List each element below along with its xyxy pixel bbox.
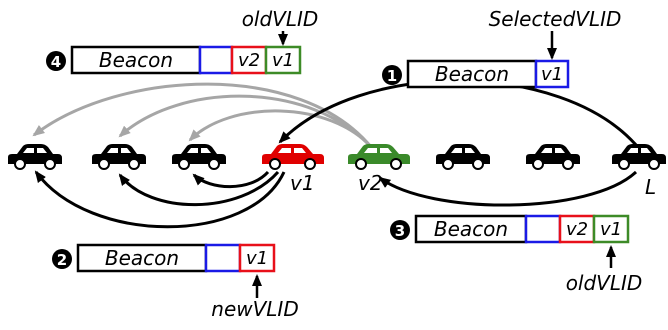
car-label-v2: v2	[358, 171, 383, 195]
step-2-packet: 2 Beacon v1 newVLID	[52, 243, 299, 321]
beacon-arrow-v1-to-car3	[192, 170, 270, 189]
field-v1	[592, 214, 630, 244]
field-empty	[198, 45, 234, 75]
beacon-header	[76, 243, 208, 273]
selected-vlid-label: SelectedVLID	[489, 7, 622, 31]
step-4-number: 4	[51, 53, 61, 71]
field-value: v1	[541, 64, 563, 85]
car-icon	[436, 144, 490, 170]
new-vlid-label: newVLID	[211, 297, 298, 321]
numbered-circle-icon	[52, 249, 72, 269]
step-1-number: 1	[387, 67, 397, 85]
field-value: v2	[566, 219, 588, 240]
beacon-label: Beacon	[105, 246, 179, 270]
beacon-label: Beacon	[434, 217, 508, 241]
car-v2-icon	[348, 144, 410, 170]
field-empty	[204, 243, 242, 273]
broadcast-arrow-gray	[188, 109, 374, 149]
field-value: v1	[246, 248, 268, 269]
field-value: v1	[272, 50, 294, 71]
car-icon	[8, 144, 62, 170]
car-label-L: L	[645, 175, 656, 199]
field-v1	[534, 59, 570, 89]
beacon-arrow-L-to-v1	[278, 79, 638, 147]
numbered-circle-icon	[46, 51, 66, 71]
field-empty	[524, 214, 562, 244]
car-L-icon	[612, 144, 666, 170]
step-4-packet: 4 Beacon v2 v1 oldVLID	[46, 7, 319, 75]
car-v1-icon	[262, 144, 324, 170]
field-value: v2	[238, 50, 260, 71]
beacon-arrow-v1-to-car2	[118, 171, 280, 207]
car-icon	[92, 144, 146, 170]
step-3-packet: 3 Beacon v2 v1 oldVLID	[390, 214, 643, 295]
beacon-label: Beacon	[435, 62, 509, 86]
beacon-arrow-L-to-v2	[378, 170, 638, 207]
old-vlid-label-bottom: oldVLID	[566, 271, 643, 295]
field-value: v1	[600, 219, 622, 240]
beacon-label: Beacon	[99, 48, 173, 72]
beacon-arrow-v1-to-car1	[34, 170, 286, 229]
step-1-packet: 1 Beacon v1 SelectedVLID	[382, 7, 622, 89]
field-v1	[238, 243, 276, 273]
car-icon	[172, 144, 226, 170]
car-label-v1: v1	[290, 171, 315, 195]
old-vlid-label-top: oldVLID	[242, 7, 319, 31]
beacon-header	[70, 45, 202, 75]
step-3-number: 3	[395, 222, 405, 240]
numbered-circle-icon	[390, 220, 410, 240]
car-icon	[526, 144, 580, 170]
numbered-circle-icon	[382, 65, 402, 85]
field-v1	[264, 45, 302, 75]
broadcast-arrow-gray	[32, 82, 374, 149]
step-2-number: 2	[57, 251, 67, 269]
